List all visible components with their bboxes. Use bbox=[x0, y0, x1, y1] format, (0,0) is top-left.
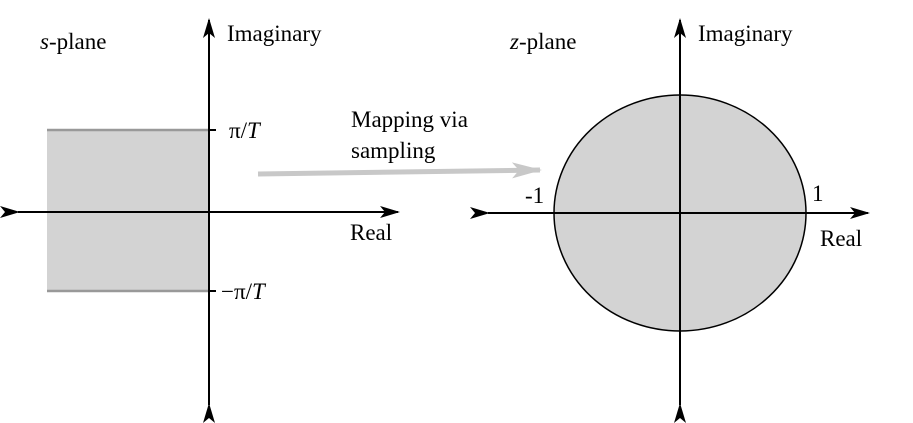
z-plane-real-label: Real bbox=[820, 226, 862, 251]
mapping-arrow-group: Mapping via sampling bbox=[257, 107, 542, 179]
s-plane: s-plane Imaginary Real π/T −π/T bbox=[0, 18, 400, 423]
mapping-text-line1: Mapping via bbox=[351, 107, 468, 132]
s-plane-title-rest: -plane bbox=[49, 29, 106, 54]
s-plane-title: s-plane bbox=[40, 29, 106, 54]
s-plane-real-label: Real bbox=[350, 220, 392, 245]
mapping-text-line2: sampling bbox=[351, 138, 436, 163]
s-plane-imaginary-label: Imaginary bbox=[227, 21, 322, 46]
neg-one-label: -1 bbox=[525, 183, 544, 208]
z-plane-title-rest: -plane bbox=[519, 29, 576, 54]
neg-pi-over-t-prefix: −π/ bbox=[221, 279, 253, 304]
z-plane: z-plane Imaginary Real -1 1 bbox=[470, 18, 870, 423]
pos-one-label: 1 bbox=[812, 181, 824, 206]
z-plane-imaginary-label: Imaginary bbox=[698, 21, 793, 46]
s-plane-strip-region bbox=[47, 130, 209, 291]
pi-over-t-var: T bbox=[247, 118, 262, 143]
pi-over-t-label: π/T bbox=[229, 118, 262, 143]
s-plane-title-var: s bbox=[40, 29, 49, 54]
mapping-arrow bbox=[257, 162, 542, 179]
z-plane-title-var: z bbox=[509, 29, 519, 54]
z-plane-title: z-plane bbox=[509, 29, 576, 54]
pi-over-t-prefix: π/ bbox=[229, 118, 248, 143]
neg-pi-over-t-label: −π/T bbox=[221, 279, 267, 304]
neg-pi-over-t-var: T bbox=[252, 279, 267, 304]
